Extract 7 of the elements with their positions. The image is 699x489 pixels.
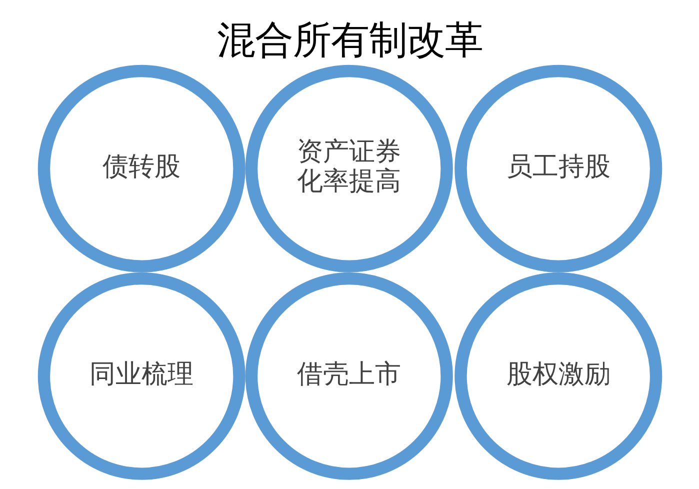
node-circle: 债转股 xyxy=(37,64,245,272)
node-circle: 股权激励 xyxy=(454,272,662,480)
node-circle: 员工持股 xyxy=(454,64,662,272)
node-circle: 同业梳理 xyxy=(37,272,245,480)
node-circle: 借壳上市 xyxy=(244,272,452,480)
diagram-title: 混合所有制改革 xyxy=(216,18,482,63)
node-circle: 资产证券化率提高 xyxy=(244,64,452,272)
